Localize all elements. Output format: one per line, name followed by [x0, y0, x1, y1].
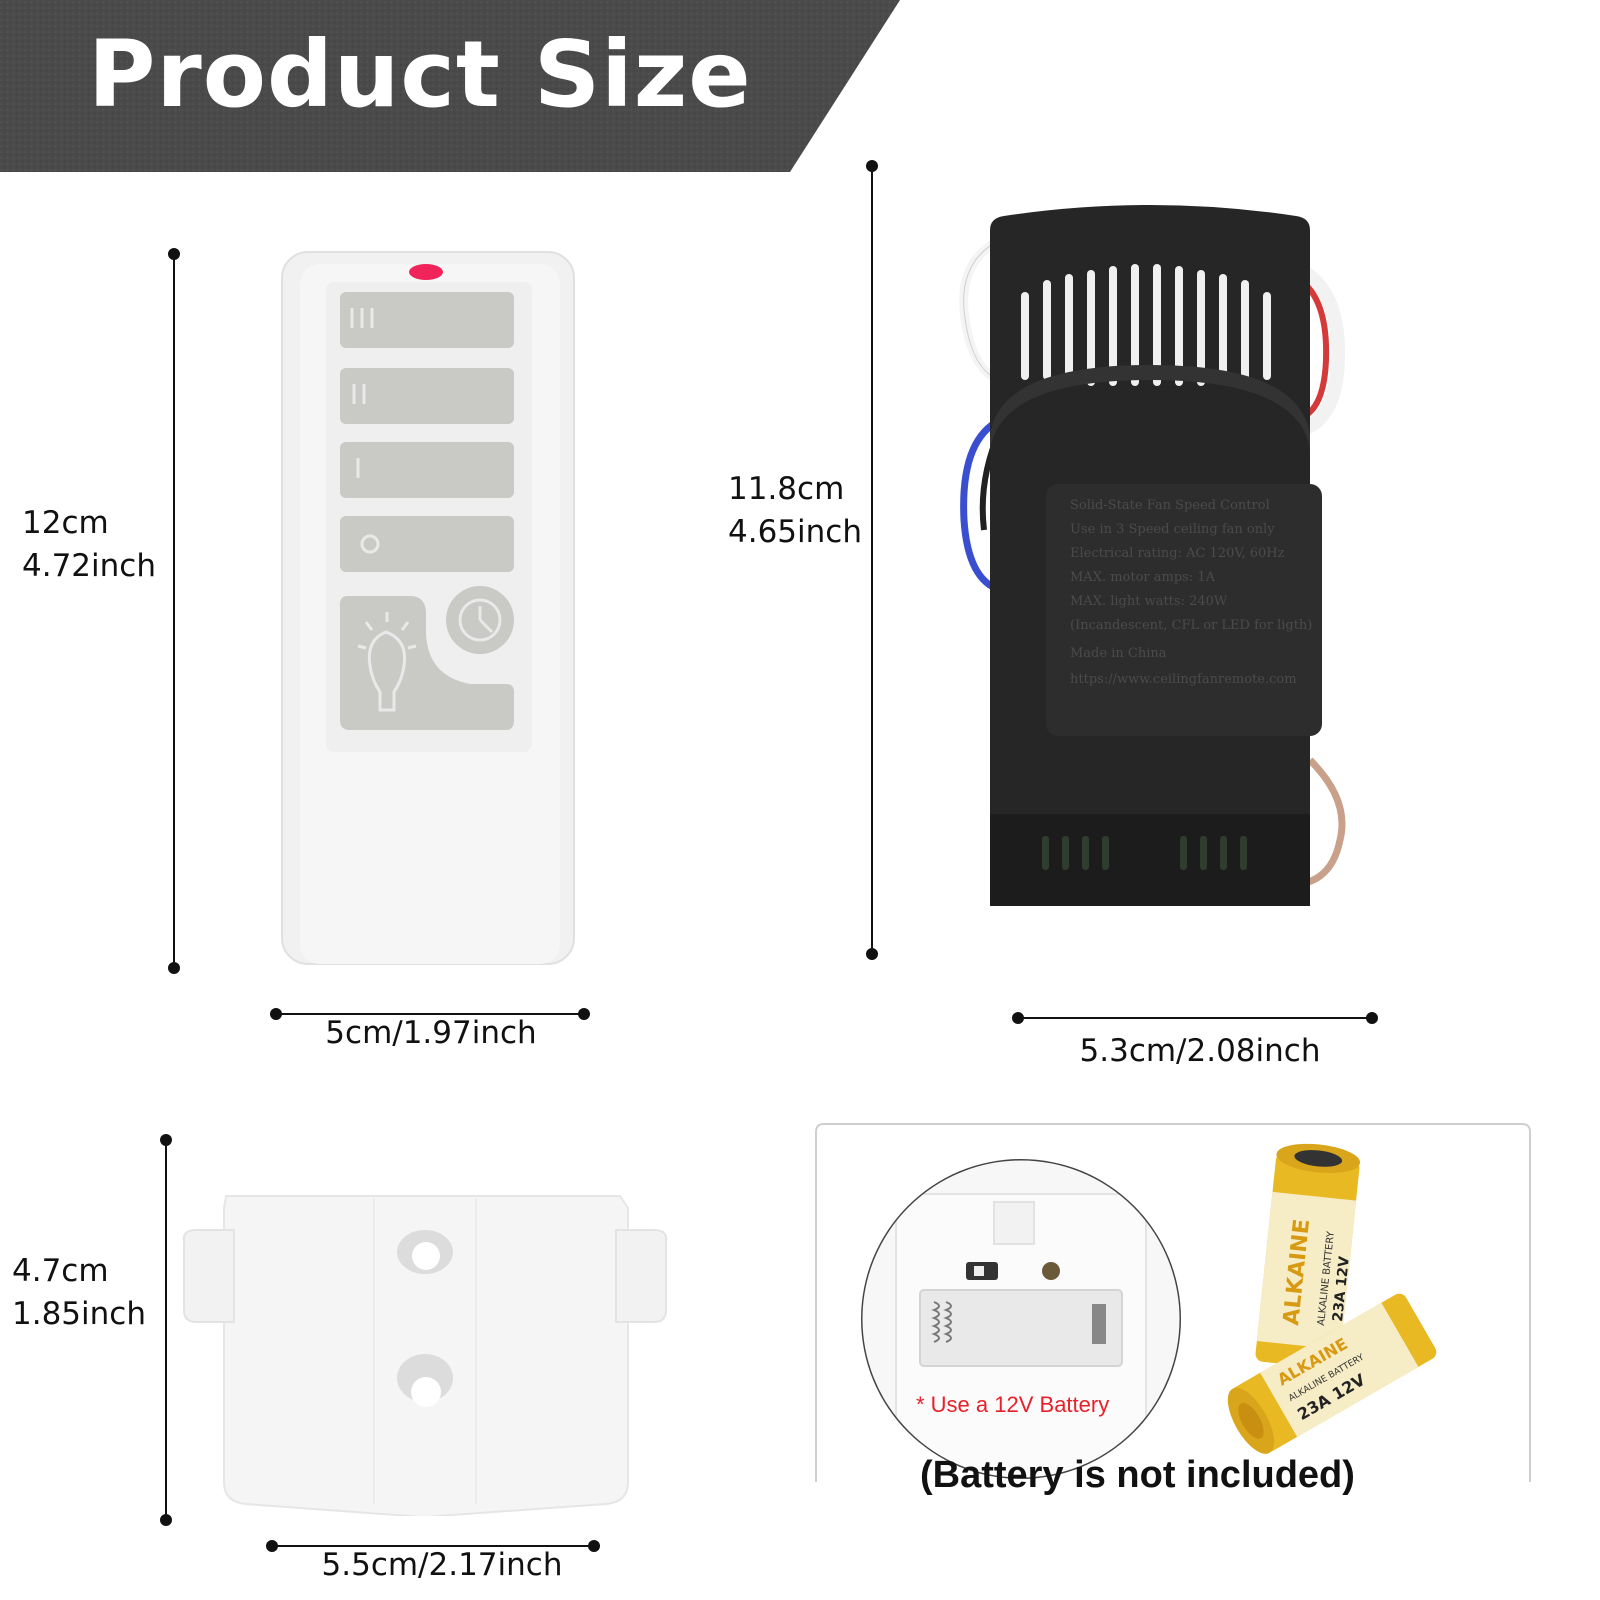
spec-line-8: https://www.ceilingfanremote.com	[1070, 672, 1297, 687]
receiver-height-label: 11.8cm 4.65inch	[728, 468, 862, 554]
battery-frame	[815, 1123, 1531, 1482]
spec-line-5: MAX. light watts: 240W	[1070, 594, 1228, 609]
spec-line-1: Solid-State Fan Speed Control	[1070, 498, 1270, 513]
speed-low-button	[340, 442, 514, 498]
top-vents	[1021, 264, 1271, 386]
holder-width-label: 5.5cm/2.17inch	[321, 1547, 563, 1583]
battery-note: * Use a 12V Battery	[916, 1392, 1110, 1417]
remote-height-inch: 4.72inch	[22, 547, 156, 584]
spec-line-6: (Incandescent, CFL or LED for ligth)	[1070, 618, 1313, 633]
battery-spring-icon	[931, 1301, 952, 1343]
receiver-width-label: 5.3cm/2.08inch	[1079, 1033, 1321, 1069]
speed-high-button	[340, 292, 514, 348]
battery-23a-upright: ALKAINE ALKALINE BATTERY 23A 12V	[1255, 1143, 1361, 1369]
battery-caption: (Battery is not included)	[920, 1454, 1355, 1496]
spec-line-7: Made in China	[1070, 646, 1167, 661]
holder-height-line	[160, 1134, 172, 1526]
receiver-spec-label: Solid-State Fan Speed Control Use in 3 S…	[1046, 484, 1322, 736]
light-button	[340, 596, 514, 730]
wall-holder	[182, 1195, 668, 1516]
holder-width-line	[266, 1540, 600, 1552]
led-indicator	[409, 264, 443, 280]
battery-23a-lying: ALKAINE ALKALINE BATTERY 23A 12V	[1227, 1293, 1437, 1454]
remote-height-label: 12cm 4.72inch	[22, 502, 156, 588]
remote-width-label: 5cm/1.97inch	[325, 1015, 537, 1051]
off-icon	[360, 534, 380, 554]
red-white-wires	[1296, 263, 1346, 437]
clock-icon	[458, 598, 502, 642]
spec-line-4: MAX. motor amps: 1A	[1070, 570, 1216, 585]
battery-model-text-1: 23A 12V	[1330, 1255, 1353, 1322]
speed-high-icon	[350, 308, 374, 328]
remote-height-cm: 12cm	[22, 505, 109, 541]
speed-medium-icon	[352, 384, 366, 404]
page-title: Product Size	[88, 21, 752, 128]
battery-compartment-view	[861, 1159, 1181, 1479]
holder-height-cm: 4.7cm	[12, 1253, 109, 1289]
timer-button	[446, 586, 514, 654]
title-banner	[0, 0, 900, 172]
bottom-vents	[1042, 836, 1247, 870]
receiver-width-line	[1012, 1012, 1378, 1024]
remote-control	[281, 251, 575, 965]
receiver-height-inch: 4.65inch	[728, 513, 862, 550]
spec-line-3: Electrical rating: AC 120V, 60Hz	[1070, 546, 1285, 561]
receiver-height-cm: 11.8cm	[728, 471, 845, 507]
holder-height-label: 4.7cm 1.85inch	[12, 1250, 146, 1336]
off-button	[340, 516, 514, 572]
speed-medium-button	[340, 368, 514, 424]
light-bulb-icon	[357, 612, 417, 712]
remote-height-line	[168, 248, 180, 974]
blue-wire	[960, 416, 1002, 594]
spec-line-2: Use in 3 Speed ceiling fan only	[1070, 522, 1275, 537]
receiver-height-line	[866, 160, 878, 960]
remote-width-line	[270, 1008, 590, 1020]
holder-height-inch: 1.85inch	[12, 1295, 146, 1332]
